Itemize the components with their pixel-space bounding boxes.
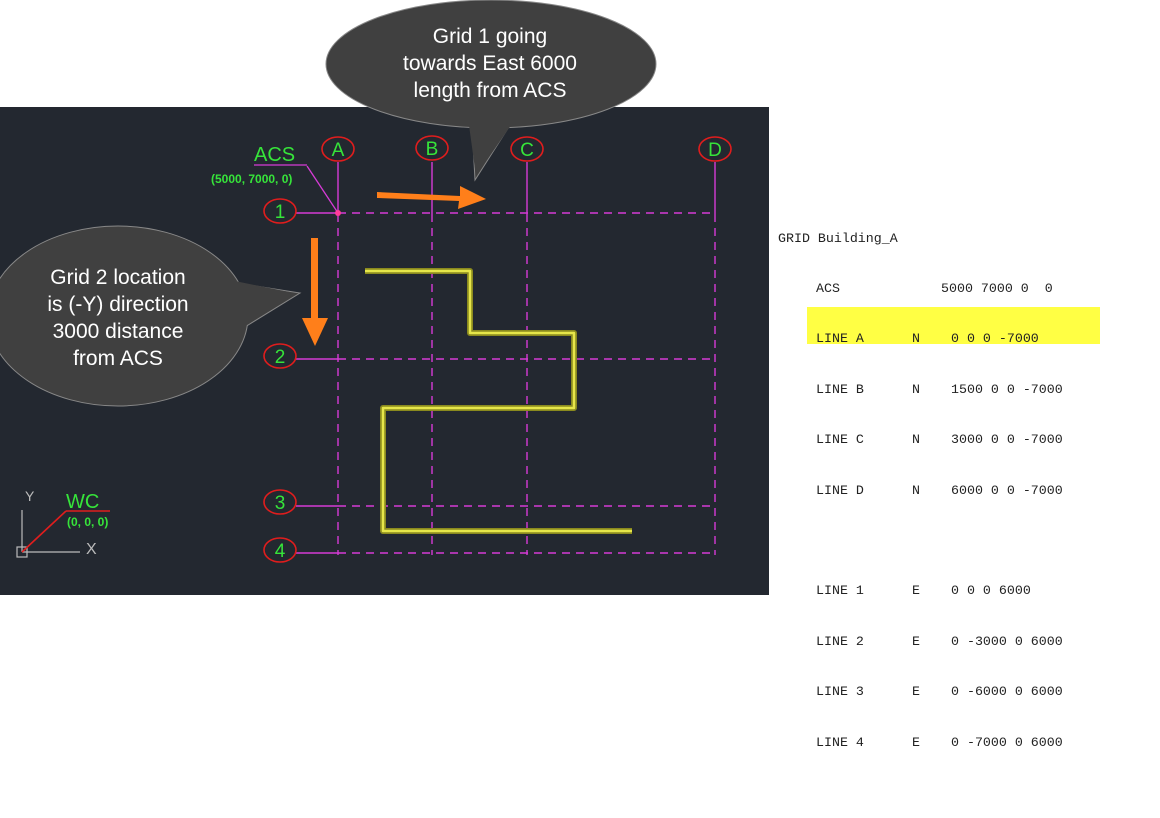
column-label-d: D [708,140,722,161]
row-bubble-2 [263,343,297,369]
callout-top-tail-fill [468,118,516,176]
column-labels: A B C D [332,139,722,161]
acs-leader [306,165,339,214]
grid-definition-panel: GRID Building_A ACS 5000 7000 0 0 LINE A… [778,197,1063,768]
acs-row-name: ACS [816,280,840,296]
callout-left-bubble [0,225,249,407]
column-label-a: A [332,140,345,161]
line-b-values: 1500 0 0 -7000 [951,381,1063,397]
grid-title: GRID Building_A [778,230,898,246]
acs-row-values: 5000 7000 0 0 [941,280,1053,296]
wcs-label: WC [66,491,99,513]
east-arrow-icon [377,186,486,209]
wcs-coords: (0, 0, 0) [67,515,108,529]
line-a-name: LINE A [816,331,864,347]
callout-left: Grid 2 location is (-Y) direction 3000 d… [0,225,302,407]
callout-left-line-3: 3000 distance [53,320,184,343]
acs-coords: (5000, 7000, 0) [211,172,292,186]
line-3-values: 0 -6000 0 6000 [951,684,1063,700]
line-b-dir: N [912,381,920,397]
line-c-dir: N [912,432,920,448]
row-label-3: 3 [275,493,286,514]
line-d-dir: N [912,482,920,498]
row-label-1: 1 [275,202,286,223]
callout-top-line-3: length from ACS [414,79,567,102]
column-label-b: B [426,139,439,160]
row-bubble-3 [263,489,297,515]
line-1-name: LINE 1 [816,583,864,599]
wcs-axis-y-label: Y [25,488,35,504]
line-a-values: 0 0 0 -7000 [951,331,1039,347]
wcs-axis-x-label: X [86,541,97,558]
row-bubbles [263,198,297,563]
callout-top-line-1: Grid 1 going [433,25,547,48]
row-label-4: 4 [275,541,286,562]
callout-left-tail-fill [230,280,294,334]
wcs-icon [16,510,110,558]
line-4-dir: E [912,734,920,750]
line-c-name: LINE C [816,432,864,448]
line-2-name: LINE 2 [816,633,864,649]
line-3-dir: E [912,684,920,700]
row-labels: 1 2 3 4 [275,202,286,562]
acs-label: ACS [254,144,295,166]
callout-left-line-1: Grid 2 location [50,266,185,289]
line-1-dir: E [912,583,920,599]
line-a-dir: N [912,331,920,347]
line-b-name: LINE B [816,381,864,397]
yellow-path [365,269,632,533]
line-4-values: 0 -7000 0 6000 [951,734,1063,750]
direction-arrows [302,186,486,346]
callout-left-line-2: is (-Y) direction [47,293,188,316]
line-2-values: 0 -3000 0 6000 [951,633,1063,649]
line-3-name: LINE 3 [816,684,864,700]
column-bubble-a [321,136,355,162]
line-d-values: 6000 0 0 -7000 [951,482,1063,498]
column-bubble-b [415,135,449,161]
cad-drawing: A B C D 1 2 3 4 ACS (5000, 7000, 0) Y X … [0,0,769,595]
column-bubble-c [510,136,544,162]
callout-left-line-4: from ACS [73,347,163,370]
callout-top-line-2: towards East 6000 [403,52,577,75]
row-bubble-4 [263,537,297,563]
line-c-values: 3000 0 0 -7000 [951,432,1063,448]
line-1-values: 0 0 0 6000 [951,583,1031,599]
acs-origin-point [335,210,341,216]
south-arrow-icon [302,238,328,346]
column-bubbles [321,135,732,162]
wcs-origin-box [16,546,28,558]
highlight-box [807,307,1100,344]
line-d-name: LINE D [816,482,864,498]
row-grid-lines [296,212,716,554]
column-label-c: C [520,140,534,161]
row-label-2: 2 [275,347,286,368]
row-bubble-1 [263,198,297,224]
callout-top: Grid 1 going towards East 6000 length fr… [325,0,657,182]
line-2-dir: E [912,633,920,649]
column-bubble-d [698,136,732,162]
line-4-name: LINE 4 [816,734,864,750]
wcs-leader [21,510,67,553]
